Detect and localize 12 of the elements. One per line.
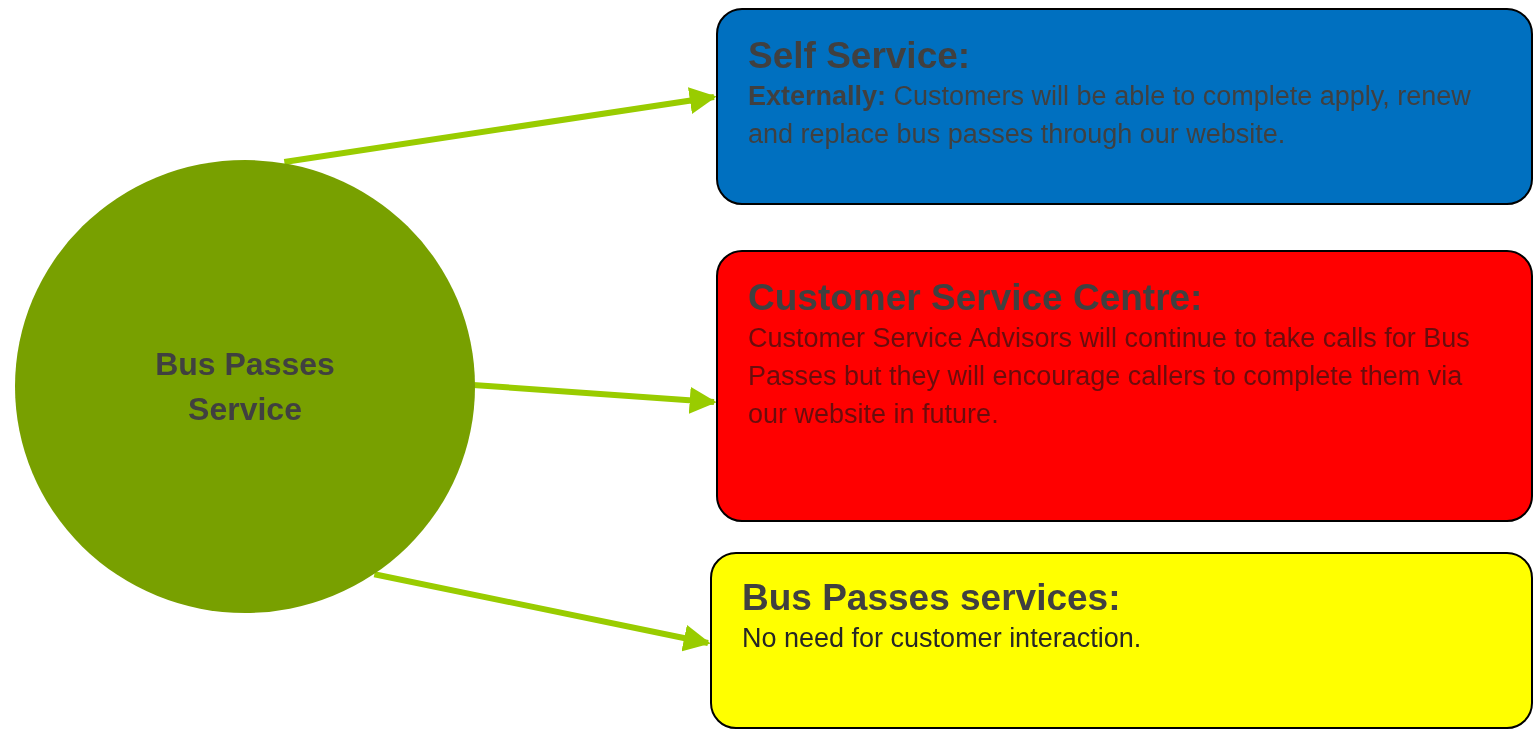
box-heading: Customer Service Centre:: [748, 278, 1204, 319]
info-box: [716, 250, 1533, 522]
box-description: No need for customer interaction.: [742, 621, 1143, 655]
box-description: Customer Service Advisors will continue to take calls for Bus Passes but they will encourage callers to complete them via our website in future.: [748, 321, 1471, 432]
arrow: [373, 571, 711, 652]
node-title: Bus Passes Service: [154, 344, 336, 429]
info-box: [710, 552, 1533, 729]
box-heading: Bus Passes services:: [742, 578, 1122, 619]
arrow: [283, 87, 717, 165]
box-description: Externally: Customers will be able to complete apply, renew and replace bus passes through our website.: [748, 79, 1471, 151]
info-box: [716, 8, 1533, 205]
box-heading: Self Service:: [748, 36, 972, 77]
